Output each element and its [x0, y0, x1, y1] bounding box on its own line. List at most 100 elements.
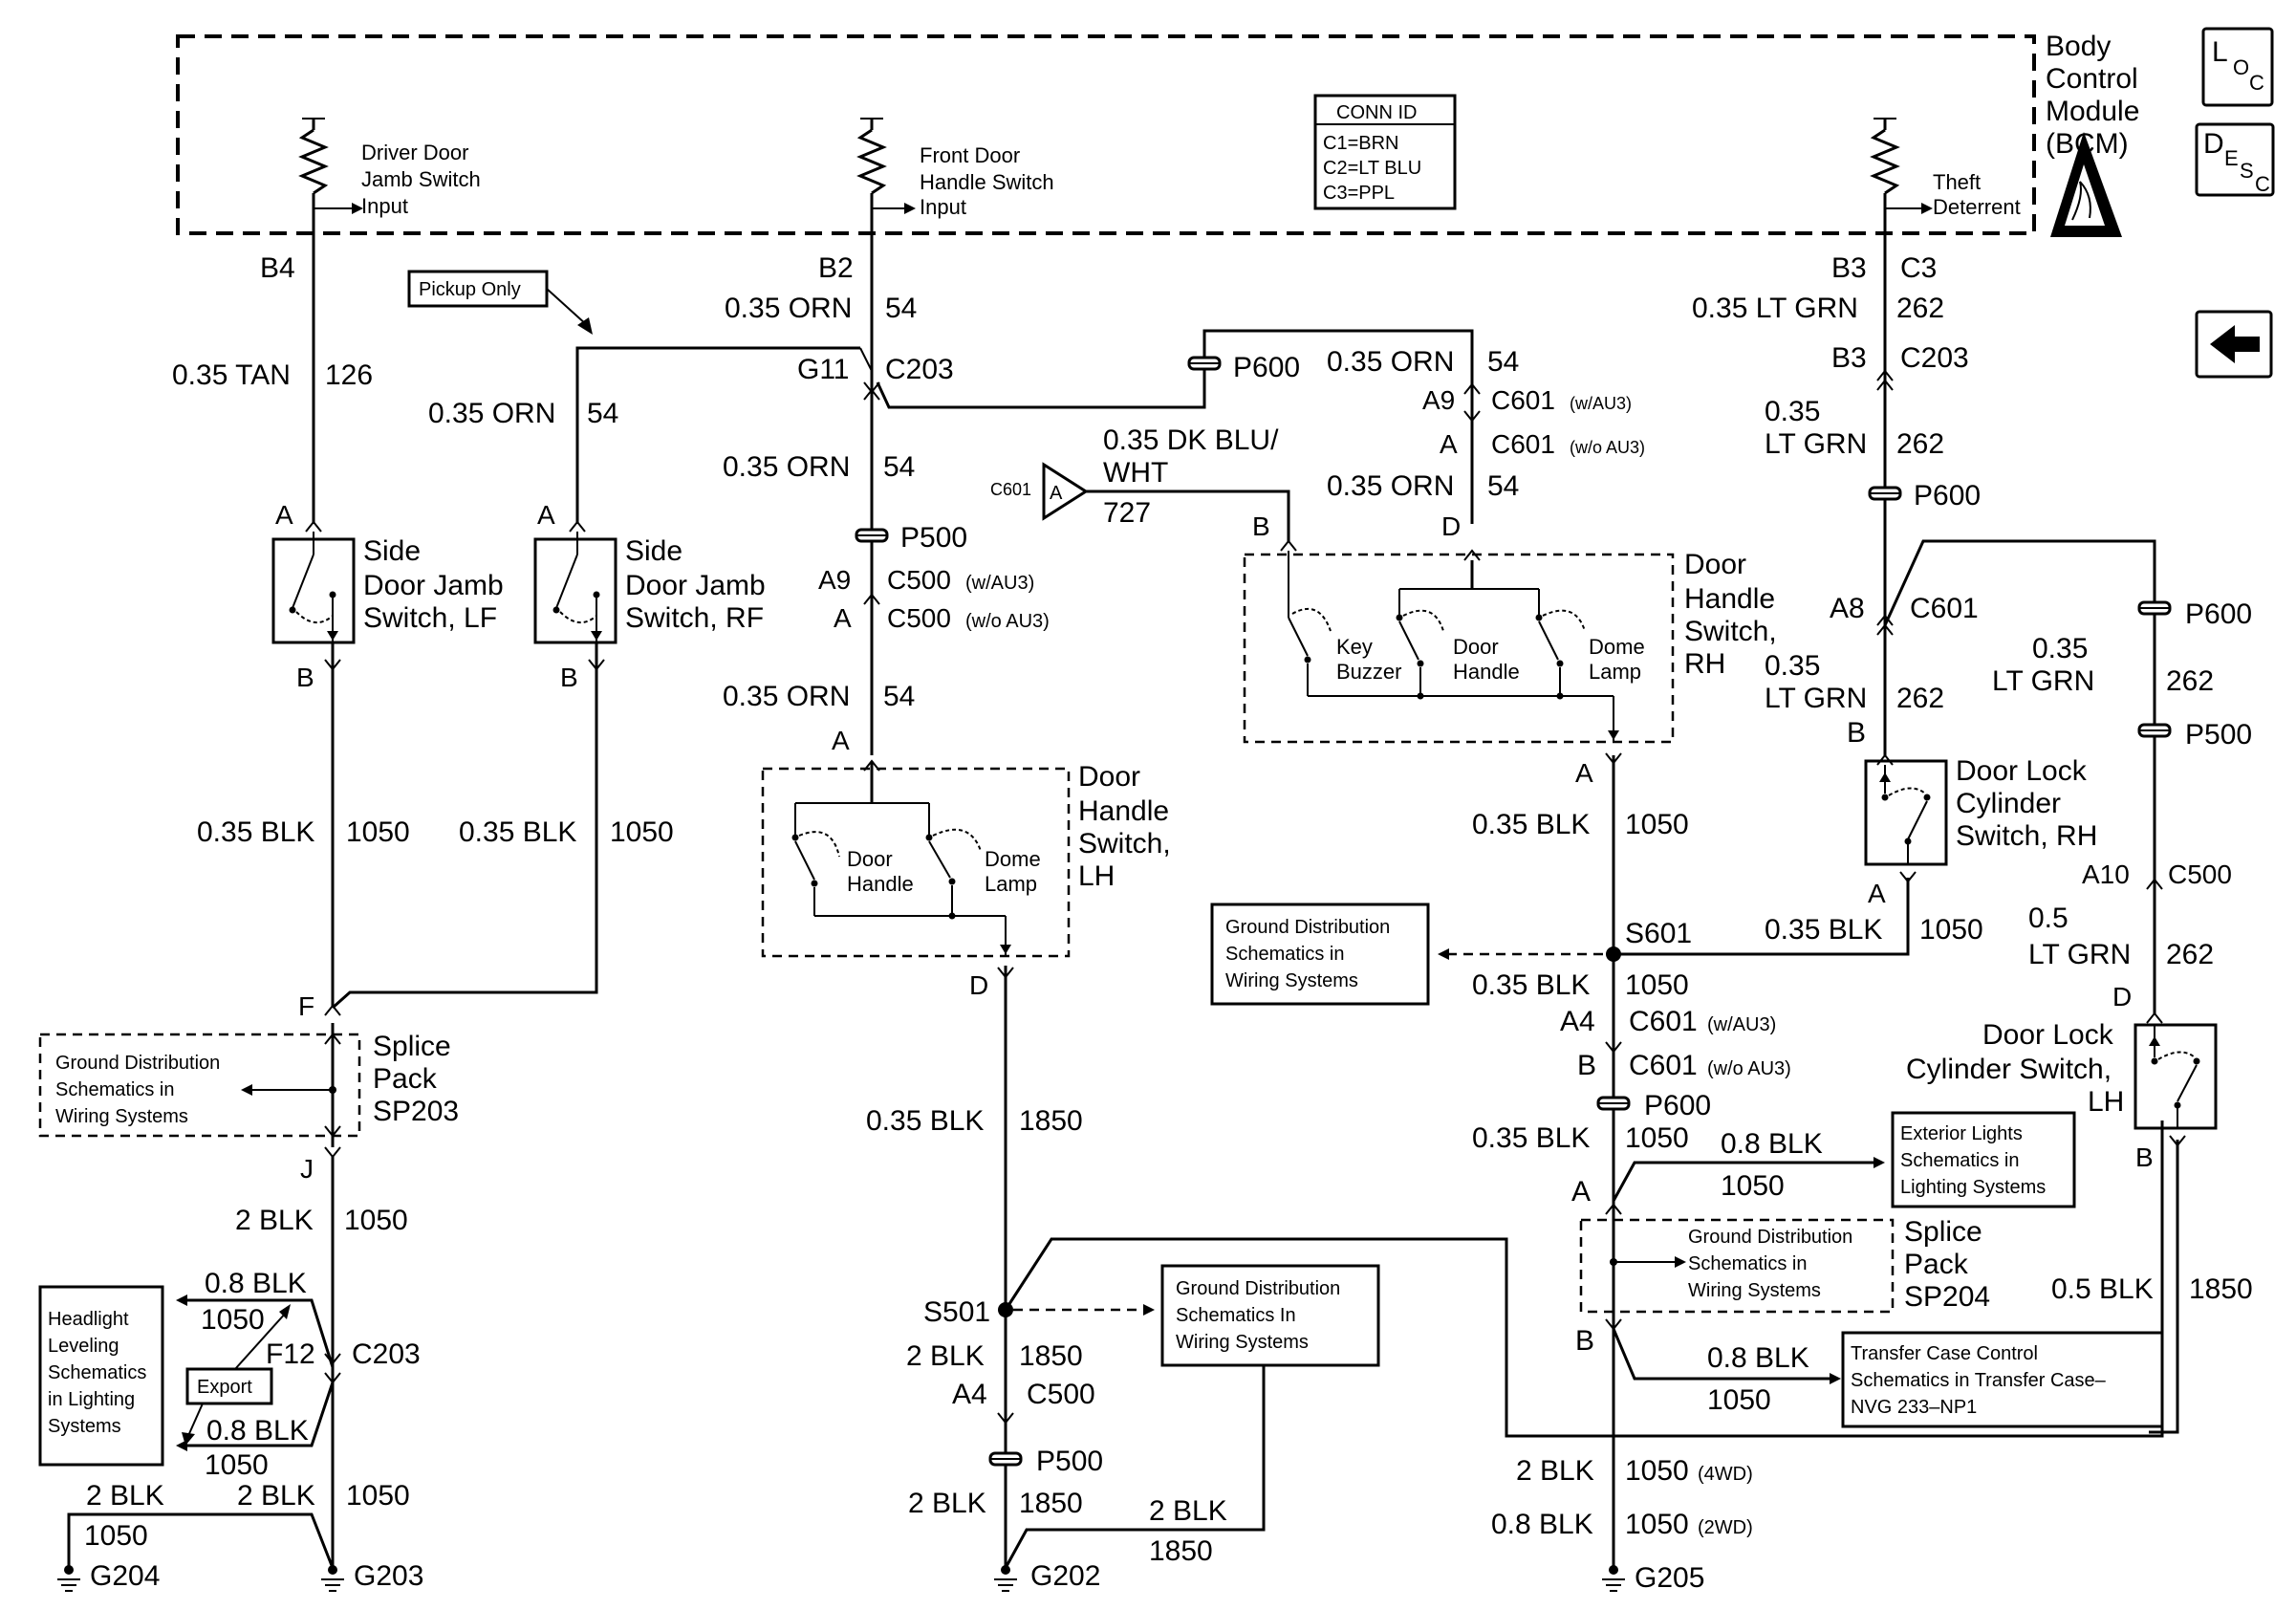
svg-text:D: D	[969, 970, 988, 1000]
svg-text:Switch, RH: Switch, RH	[1956, 820, 2097, 852]
svg-text:Dome: Dome	[1589, 635, 1645, 659]
svg-text:LT GRN: LT GRN	[1765, 428, 1867, 460]
svg-text:WHT: WHT	[1103, 457, 1168, 489]
svg-text:Door Jamb: Door Jamb	[625, 570, 766, 601]
svg-text:0.8 BLK: 0.8 BLK	[1491, 1509, 1593, 1540]
svg-text:Module: Module	[2046, 96, 2139, 127]
desc-button[interactable]: D E S C	[2195, 122, 2275, 197]
svg-text:B: B	[560, 663, 578, 692]
svg-text:Pack: Pack	[1904, 1249, 1969, 1280]
svg-text:0.35 ORN: 0.35 ORN	[723, 681, 850, 712]
svg-text:A9: A9	[1422, 385, 1455, 415]
splice-pack-sp204: Ground Distribution Schematics in Wiring…	[1575, 1214, 1990, 1416]
svg-text:2 BLK: 2 BLK	[86, 1480, 164, 1512]
svg-text:Schematics in: Schematics in	[55, 1079, 175, 1100]
svg-text:Splice: Splice	[1904, 1216, 1982, 1248]
svg-text:0.35: 0.35	[1765, 650, 1820, 682]
svg-text:0.35 BLK: 0.35 BLK	[1765, 914, 1882, 946]
svg-text:A: A	[1440, 429, 1458, 459]
svg-text:Switch, RF: Switch, RF	[625, 602, 764, 634]
svg-text:Ground Distribution: Ground Distribution	[1225, 917, 1390, 938]
svg-text:E: E	[2224, 146, 2239, 170]
g203-branch: 2 BLK 1050 C203 F12 0.8 BLK 1050 0.8 BLK…	[67, 1157, 421, 1570]
svg-text:Export: Export	[197, 1377, 252, 1398]
svg-text:P500: P500	[1036, 1446, 1103, 1477]
branch-to-rh-handle: P600 0.35 ORN 54 A9 C601 (w/AU3) A C601 …	[876, 329, 1645, 561]
svg-text:B: B	[1847, 717, 1866, 749]
svg-text:(4WD): (4WD)	[1698, 1464, 1753, 1485]
svg-text:A9: A9	[818, 565, 851, 595]
svg-text:G202: G202	[1030, 1560, 1100, 1592]
svg-text:Cylinder: Cylinder	[1956, 788, 2061, 819]
svg-text:Dome: Dome	[985, 847, 1041, 871]
svg-text:2 BLK: 2 BLK	[1149, 1495, 1227, 1527]
svg-text:Exterior Lights: Exterior Lights	[1900, 1123, 2023, 1144]
door-handle-switch-lh: Door Handle Dome Lamp Door Handle Switch…	[761, 761, 1171, 958]
svg-text:0.35 BLK: 0.35 BLK	[1472, 969, 1590, 1001]
svg-text:2 BLK: 2 BLK	[237, 1480, 315, 1512]
svg-text:1050: 1050	[346, 816, 410, 848]
svg-text:S: S	[2240, 159, 2254, 183]
svg-text:B3: B3	[1831, 342, 1867, 374]
svg-text:A4: A4	[1560, 1006, 1595, 1037]
svg-text:Door Lock: Door Lock	[1982, 1019, 2114, 1051]
svg-text:Side: Side	[363, 535, 421, 567]
svg-text:1050: 1050	[1625, 1509, 1689, 1540]
svg-text:0.8 BLK: 0.8 BLK	[1721, 1128, 1823, 1160]
ground-g204: G204	[57, 1560, 160, 1592]
svg-text:A: A	[1050, 483, 1063, 504]
svg-text:0.35 ORN: 0.35 ORN	[1327, 470, 1454, 502]
svg-text:1850: 1850	[1019, 1488, 1083, 1519]
svg-text:LT GRN: LT GRN	[1765, 683, 1867, 714]
svg-text:126: 126	[325, 359, 373, 391]
svg-text:CONN ID: CONN ID	[1336, 102, 1417, 123]
svg-text:Door Jamb: Door Jamb	[363, 570, 504, 601]
exterior-lights-reference: Exterior Lights Schematics in Lighting S…	[1891, 1111, 2076, 1208]
loc-button[interactable]: L O C	[2201, 27, 2274, 107]
svg-text:2 BLK: 2 BLK	[1516, 1455, 1594, 1487]
svg-text:A8: A8	[1830, 593, 1865, 624]
svg-text:Key: Key	[1336, 635, 1373, 659]
svg-text:C3: C3	[1900, 252, 1937, 284]
svg-text:0.35 ORN: 0.35 ORN	[723, 451, 850, 483]
svg-text:1050: 1050	[1625, 1122, 1689, 1154]
headlight-reference: Headlight Leveling Schematics in Lightin…	[38, 1285, 164, 1467]
svg-text:1050: 1050	[1919, 914, 1983, 946]
svg-text:Handle: Handle	[847, 872, 914, 896]
svg-text:1850: 1850	[1019, 1340, 1083, 1372]
svg-text:O: O	[2233, 55, 2249, 79]
svg-text:1050: 1050	[1707, 1384, 1771, 1416]
bcm-module-boundary	[176, 34, 2036, 235]
door-lock-cylinder-switch-rh: Door Lock Cylinder Switch, RH A	[1864, 755, 2097, 908]
back-arrow-button[interactable]	[2195, 310, 2273, 379]
svg-text:1050: 1050	[201, 1304, 265, 1336]
svg-text:Ground Distribution: Ground Distribution	[55, 1053, 220, 1074]
svg-text:Pack: Pack	[373, 1063, 438, 1095]
svg-text:C500: C500	[1027, 1379, 1095, 1410]
svg-text:LH: LH	[2088, 1086, 2124, 1118]
svg-text:Splice: Splice	[373, 1031, 451, 1062]
svg-text:2 BLK: 2 BLK	[235, 1205, 314, 1236]
svg-text:1050: 1050	[1625, 1455, 1689, 1487]
svg-text:Input: Input	[920, 195, 966, 219]
svg-text:Wiring Systems: Wiring Systems	[1176, 1332, 1309, 1353]
column-lh: B2 0.35 ORN 54 G11 C203 0.35 ORN 54 P500…	[723, 235, 1050, 772]
esd-warning-icon	[2050, 132, 2122, 237]
svg-text:S601: S601	[1625, 918, 1692, 949]
column-rf-lower: B 0.35 BLK 1050	[332, 642, 674, 1010]
svg-text:54: 54	[885, 293, 917, 324]
c601-flag: C601 A 0.35 DK BLU/ WHT 727 B	[990, 424, 1297, 552]
svg-text:Schematics in Transfer Case–: Schematics in Transfer Case–	[1851, 1370, 2107, 1391]
svg-text:Buzzer: Buzzer	[1336, 660, 1401, 684]
svg-text:0.35 LT GRN: 0.35 LT GRN	[1692, 293, 1858, 324]
svg-text:262: 262	[1896, 293, 1944, 324]
svg-text:C601: C601	[1629, 1050, 1698, 1081]
svg-text:(2WD): (2WD)	[1698, 1517, 1753, 1538]
svg-text:0.8 BLK: 0.8 BLK	[206, 1415, 309, 1447]
svg-text:0.35 TAN: 0.35 TAN	[172, 359, 291, 391]
svg-text:P600: P600	[1644, 1090, 1711, 1121]
svg-text:Wiring Systems: Wiring Systems	[1225, 970, 1358, 991]
column-ltgrn: B3 C3 0.35 LT GRN 262 B3 C203 0.35 LT GR…	[1692, 235, 2156, 1013]
svg-text:SP204: SP204	[1904, 1281, 1990, 1313]
svg-text:1050: 1050	[1625, 969, 1689, 1001]
